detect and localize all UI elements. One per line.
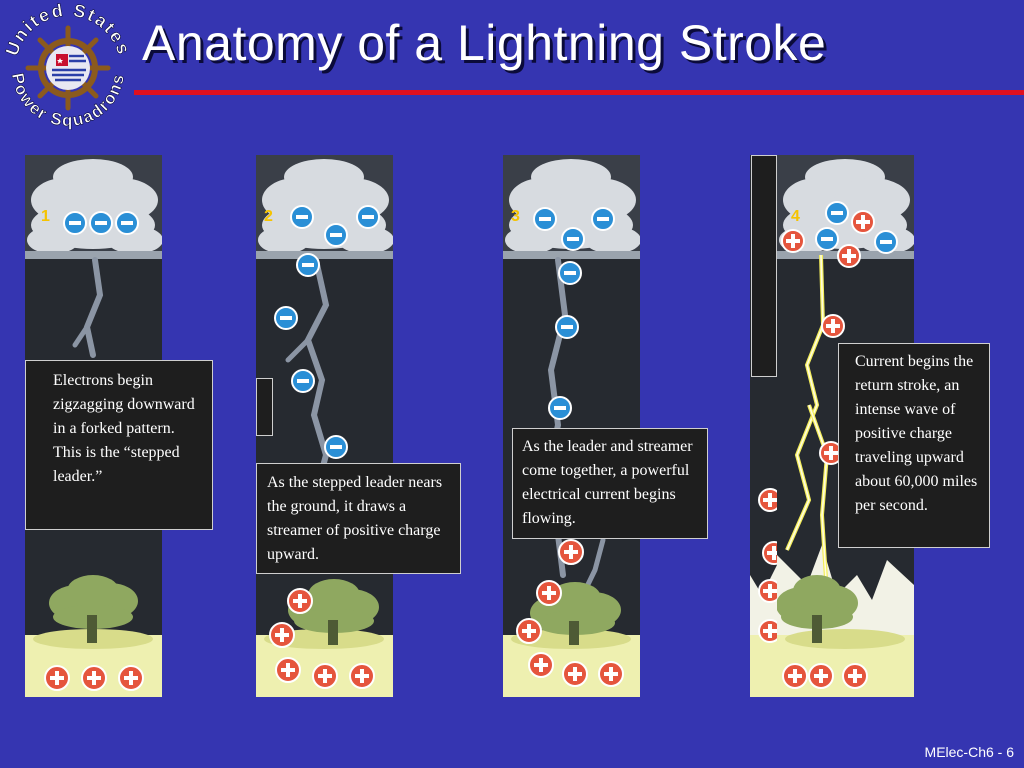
stage-number: 2 [264, 208, 273, 225]
caption-tab [256, 378, 273, 436]
positive-charge-icon [269, 588, 375, 689]
stage-3-caption: As the leader and streamer come together… [512, 428, 708, 539]
negative-charge-icon [63, 211, 139, 235]
negative-charge-icon [533, 207, 615, 420]
positive-charge-icon [781, 210, 875, 689]
positive-charge-icon [44, 665, 144, 691]
stage-number: 4 [791, 208, 800, 225]
ships-wheel-icon [25, 25, 111, 111]
negative-charge-icon [815, 201, 898, 254]
stage-1-caption: Electrons begin zigzagging downward in a… [25, 360, 213, 530]
page-title: Anatomy of a Lightning Stroke [142, 15, 827, 71]
negative-charge-icon [274, 205, 380, 459]
positive-charge-icon [516, 539, 624, 687]
stage-number: 3 [511, 208, 520, 225]
stage-number: 1 [41, 208, 50, 225]
caption-tab [751, 155, 777, 377]
slide-footer: MElec-Ch6 - 6 [924, 744, 1014, 760]
lightning-stage-3: 3 [503, 155, 640, 697]
stage-2-caption: As the stepped leader nears the ground, … [256, 463, 461, 574]
lightning-stage-2: 2 [256, 155, 393, 697]
title-divider [134, 90, 1024, 95]
lightning-stage-4: 4 [777, 155, 914, 697]
usps-logo: United States Power Squadrons [0, 0, 136, 136]
stage-4-caption: Current begins the return stroke, an int… [838, 343, 990, 548]
